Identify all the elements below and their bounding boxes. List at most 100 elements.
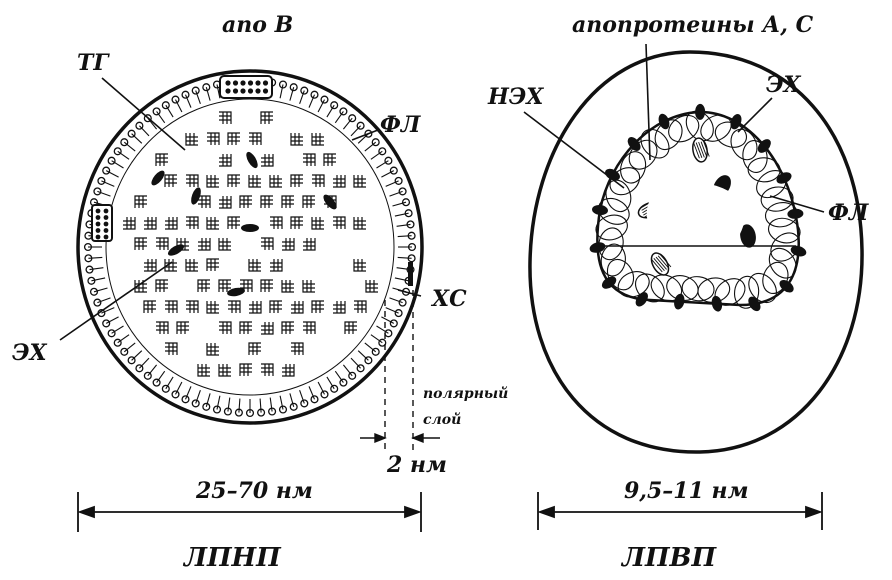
triglyceride-molecule [228, 217, 240, 229]
ldl-fl-label: ФЛ [380, 112, 422, 138]
apo-b-protein-side [92, 205, 112, 241]
triglyceride-molecule [249, 133, 261, 145]
triglyceride-molecule [291, 175, 303, 187]
polar-layer-label-1: полярный [423, 385, 508, 402]
triglyceride-molecule [207, 259, 219, 271]
hdl-phospholipid-head [673, 293, 686, 311]
triglyceride-molecule [324, 154, 336, 166]
triglyceride-molecule [186, 259, 198, 271]
triglyceride-molecule [207, 301, 219, 313]
triglyceride-molecule [291, 301, 303, 313]
triglyceride-molecule [291, 343, 303, 355]
triglyceride-molecule [249, 343, 261, 355]
triglyceride-molecule [333, 217, 345, 229]
ldl-size-label: 25–70 нм [195, 478, 313, 504]
triglyceride-molecule [207, 133, 219, 145]
triglyceride-molecule [270, 301, 282, 313]
triglyceride-molecule [165, 175, 177, 187]
triglyceride-molecule [198, 280, 210, 292]
cholesterol-ester [244, 150, 260, 170]
triglyceride-molecule [240, 364, 252, 376]
triglyceride-molecule [354, 301, 366, 313]
triglyceride-molecule [291, 133, 303, 145]
ldl-cholesterol-esters [149, 150, 339, 297]
triglyceride-molecule [261, 364, 273, 376]
triglyceride-molecule [261, 322, 273, 334]
ldl-eh-label: ЭХ [12, 340, 47, 366]
triglyceride-molecule [282, 238, 294, 250]
triglyceride-molecule [186, 175, 198, 187]
triglyceride-molecule [249, 175, 261, 187]
triglyceride-molecule [261, 112, 273, 124]
triglyceride-molecule [219, 364, 231, 376]
hdl-phospholipid-head [592, 204, 609, 216]
triglyceride-molecule [282, 196, 294, 208]
tg-label: ТГ [77, 50, 110, 76]
triglyceride-molecule [270, 217, 282, 229]
triglyceride-molecule [312, 175, 324, 187]
ldl-particle [78, 71, 422, 423]
triglyceride-molecule [165, 217, 177, 229]
triglyceride-molecule [354, 175, 366, 187]
triglyceride-molecule [186, 133, 198, 145]
triglyceride-molecule [219, 112, 231, 124]
apo-b-protein [220, 76, 272, 98]
hdl-phospholipid-head [695, 104, 705, 120]
triglyceride-molecule [228, 175, 240, 187]
hdl-phospholipid-head [588, 241, 606, 255]
free-cholesterol-marker [408, 262, 413, 286]
triglyceride-molecule [261, 280, 273, 292]
triglyceride-molecule [219, 154, 231, 166]
hdl-eh-label: ЭХ [766, 72, 801, 98]
ldl-triglyceride-core [123, 112, 378, 376]
triglyceride-molecule [198, 364, 210, 376]
triglyceride-molecule [219, 238, 231, 250]
hdl-phospholipid-head [787, 208, 804, 219]
triglyceride-molecule [177, 322, 189, 334]
neh-label: НЭХ [487, 84, 544, 110]
ldl-outer-membrane [78, 71, 422, 423]
triglyceride-molecule [303, 154, 315, 166]
hdl-size-label: 9,5–11 нм [624, 478, 749, 504]
triglyceride-molecule [282, 322, 294, 334]
hdl-phospholipid-head [775, 170, 794, 186]
triglyceride-molecule [228, 133, 240, 145]
triglyceride-molecule [261, 154, 273, 166]
triglyceride-molecule [198, 238, 210, 250]
triglyceride-molecule [249, 259, 261, 271]
triglyceride-molecule [312, 217, 324, 229]
triglyceride-molecule [135, 238, 147, 250]
cholesterol-ester [149, 169, 167, 188]
triglyceride-molecule [261, 196, 273, 208]
triglyceride-molecule [333, 175, 345, 187]
triglyceride-molecule [156, 322, 168, 334]
triglyceride-molecule [345, 322, 357, 334]
triglyceride-molecule [144, 301, 156, 313]
triglyceride-molecule [228, 301, 240, 313]
triglyceride-molecule [261, 238, 273, 250]
triglyceride-molecule [186, 217, 198, 229]
triglyceride-molecule [366, 280, 378, 292]
hdl-phospholipid-head [710, 295, 723, 313]
triglyceride-molecule [240, 196, 252, 208]
triglyceride-molecule [219, 196, 231, 208]
triglyceride-molecule [291, 217, 303, 229]
triglyceride-molecule [270, 259, 282, 271]
triglyceride-molecule [240, 322, 252, 334]
triglyceride-molecule [207, 175, 219, 187]
triglyceride-molecule [282, 280, 294, 292]
triglyceride-molecule [156, 280, 168, 292]
apo-b-label: апо В [222, 12, 293, 38]
triglyceride-molecule [144, 259, 156, 271]
triglyceride-molecule [156, 154, 168, 166]
triglyceride-molecule [354, 217, 366, 229]
hdl-fl-label: ФЛ [828, 200, 870, 226]
triglyceride-molecule [186, 301, 198, 313]
triglyceride-molecule [219, 280, 231, 292]
triglyceride-molecule [354, 259, 366, 271]
triglyceride-molecule [303, 238, 315, 250]
triglyceride-molecule [270, 175, 282, 187]
triglyceride-molecule [165, 301, 177, 313]
ldl-phospholipid-shell [85, 78, 416, 417]
